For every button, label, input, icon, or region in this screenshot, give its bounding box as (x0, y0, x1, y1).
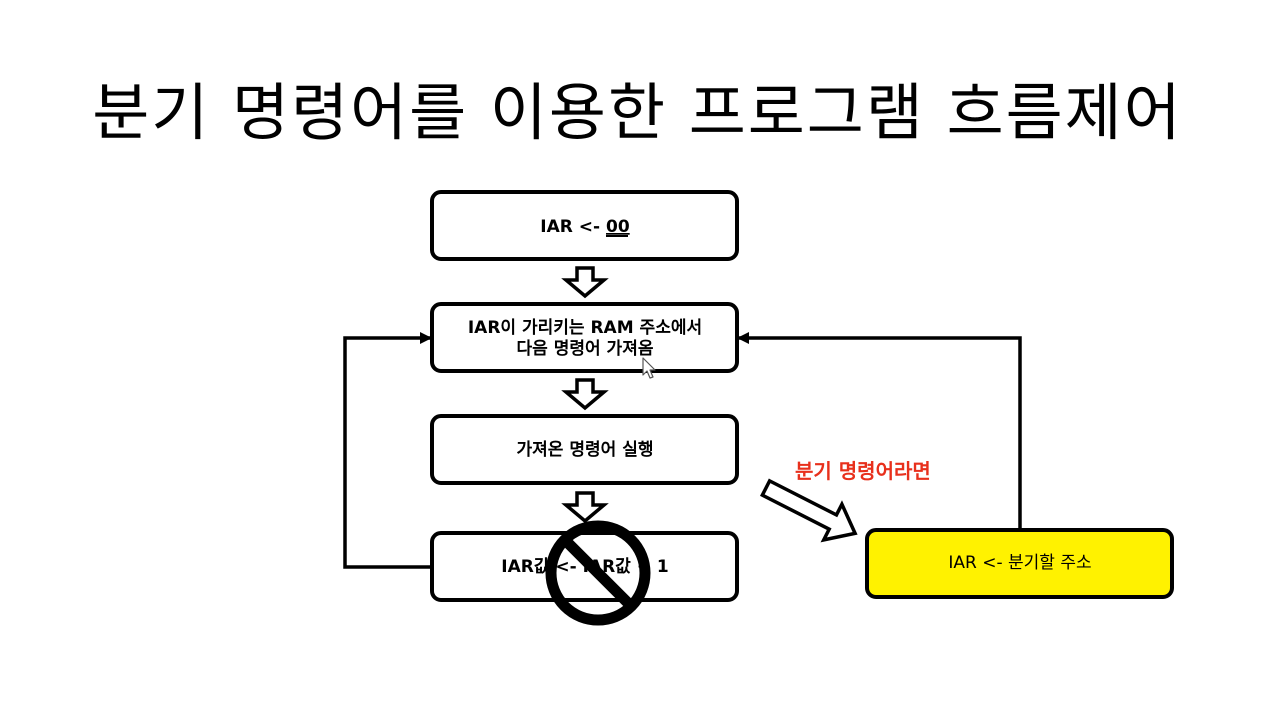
down-arrow-3 (561, 491, 609, 524)
init-prefix: IAR <- (540, 217, 606, 237)
down-arrow-2 (561, 378, 609, 411)
mouse-cursor-icon (642, 357, 656, 379)
init-box: IAR <- 00 (430, 190, 739, 261)
prohibit-icon (545, 520, 651, 626)
branch-block-arrow (760, 478, 858, 543)
branch-box: IAR <- 분기할 주소 (865, 528, 1174, 599)
branch-box-label: IAR <- 분기할 주소 (948, 553, 1091, 573)
execute-box: 가져온 명령어 실행 (430, 414, 739, 485)
page-title: 분기 명령어를 이용한 프로그램 흐름제어 (92, 76, 1183, 149)
branch-return-arrow (737, 332, 1022, 528)
fetch-box-line2: 다음 명령어 가져옴 (517, 338, 654, 359)
init-box-label: IAR <- 00 (540, 217, 630, 237)
fetch-box: IAR이 가리키는 RAM 주소에서 다음 명령어 가져옴 (430, 302, 739, 373)
fetch-box-line1: IAR이 가리키는 RAM 주소에서 (468, 318, 702, 338)
execute-box-label: 가져온 명령어 실행 (517, 439, 654, 460)
init-value: 00 (606, 217, 630, 237)
down-arrow-1 (561, 266, 609, 299)
loop-back-arrow (343, 332, 432, 569)
branch-condition-label: 분기 명령어라면 (795, 459, 931, 483)
